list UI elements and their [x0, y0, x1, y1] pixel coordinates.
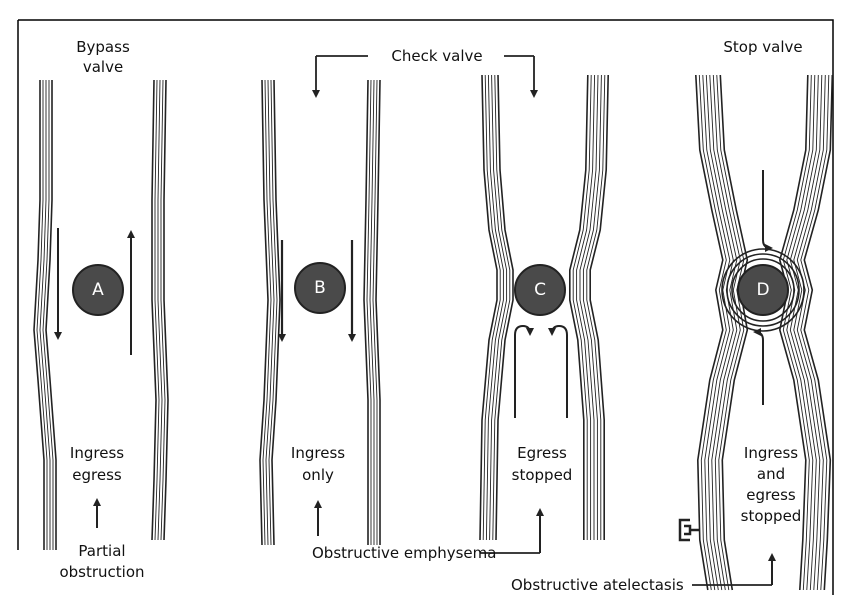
figure-frame	[18, 20, 833, 595]
airway-wall-c-right	[570, 75, 608, 540]
circle-label-d: D	[756, 280, 769, 300]
arrows-c-egress	[515, 326, 567, 418]
airway-fiber	[480, 75, 497, 540]
airway-wall-a-right	[152, 80, 168, 540]
airway-wall-c-left	[480, 75, 513, 540]
airway-fiber	[580, 75, 598, 540]
label-d-ingress: Ingress	[744, 443, 798, 463]
label-b-ingress: Ingress	[291, 443, 345, 463]
label-bypass-valve-line1: Bypass	[76, 37, 130, 57]
airway-fiber	[164, 80, 168, 540]
label-a-egress: egress	[72, 465, 121, 485]
airway-fiber	[40, 80, 50, 550]
label-obstructive-emphysema: Obstructive emphysema	[312, 543, 496, 563]
circle-label-b: B	[314, 278, 326, 298]
label-c-egress: Egress	[517, 443, 567, 463]
airway-wall-a-left	[34, 80, 56, 550]
label-partial: Partial	[78, 541, 125, 561]
label-d-egress: egress	[746, 485, 795, 505]
label-d-and: and	[757, 464, 785, 484]
clamp-icon	[680, 520, 700, 540]
airway-wall-b-left	[260, 80, 280, 545]
circle-label-a: A	[92, 280, 104, 300]
label-c-stopped: stopped	[512, 465, 573, 485]
label-stop-valve: Stop valve	[723, 37, 802, 57]
label-a-ingress: Ingress	[70, 443, 124, 463]
airway-wall-d-left	[696, 75, 748, 590]
label-b-only: only	[302, 465, 334, 485]
circle-label-c: C	[534, 280, 546, 300]
label-check-valve: Check valve	[391, 46, 482, 66]
airway-fiber	[490, 75, 507, 540]
label-bypass-valve-line2: valve	[83, 57, 123, 77]
airway-fiber	[46, 80, 56, 550]
label-obstruction: obstruction	[59, 562, 144, 582]
airway-wall-b-right	[364, 80, 380, 545]
airway-fiber	[34, 80, 44, 550]
airway-fiber	[37, 80, 47, 550]
label-obstructive-atelectasis: Obstructive atelectasis	[511, 575, 684, 595]
label-d-stopped: stopped	[741, 506, 802, 526]
